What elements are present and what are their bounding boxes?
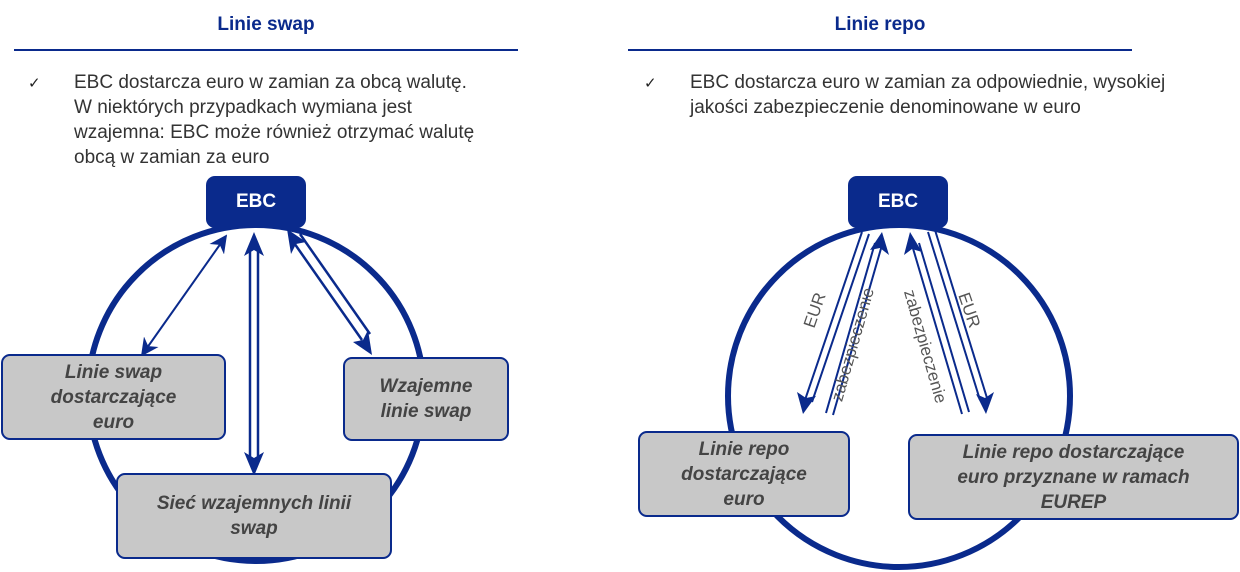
swap-ebc-node: EBC [206,176,306,228]
checkmark-icon: ✓ [28,74,41,92]
swap-title-rule [14,49,518,51]
swap-providing-node: Linie swap dostarczające euro [1,354,226,440]
arrow-collateral-left [825,232,889,416]
label-eur-left: EUR [800,290,830,330]
checkmark-icon: ✓ [644,74,657,92]
swap-mutual-node: Wzajemne linie swap [343,357,509,441]
repo-providing-node: Linie repo dostarczające euro [638,431,850,517]
label-collateral-left: zabezpieczenie [827,286,878,404]
repo-ebc-node: EBC [848,176,948,228]
arrow-eur-left [797,231,870,414]
repo-title-rule [628,49,1132,51]
swap-panel-title: Linie swap [217,14,315,35]
repo-eurep-node: Linie repo dostarczające euro przyznane … [908,434,1239,520]
swap-network-node: Sieć wzajemnych linii swap [116,473,392,559]
arrow-ebc-network [244,232,264,476]
arrow-ebc-mutual [287,229,372,355]
arrow-eur-right [927,229,994,414]
swap-description: EBC dostarcza euro w zamian za obcą walu… [74,72,475,168]
repo-description: EBC dostarcza euro w zamian za odpowiedn… [690,72,1166,118]
arrow-collateral-right [904,232,970,415]
repo-panel-title: Linie repo [834,14,926,35]
arrow-ebc-providing [140,234,228,357]
